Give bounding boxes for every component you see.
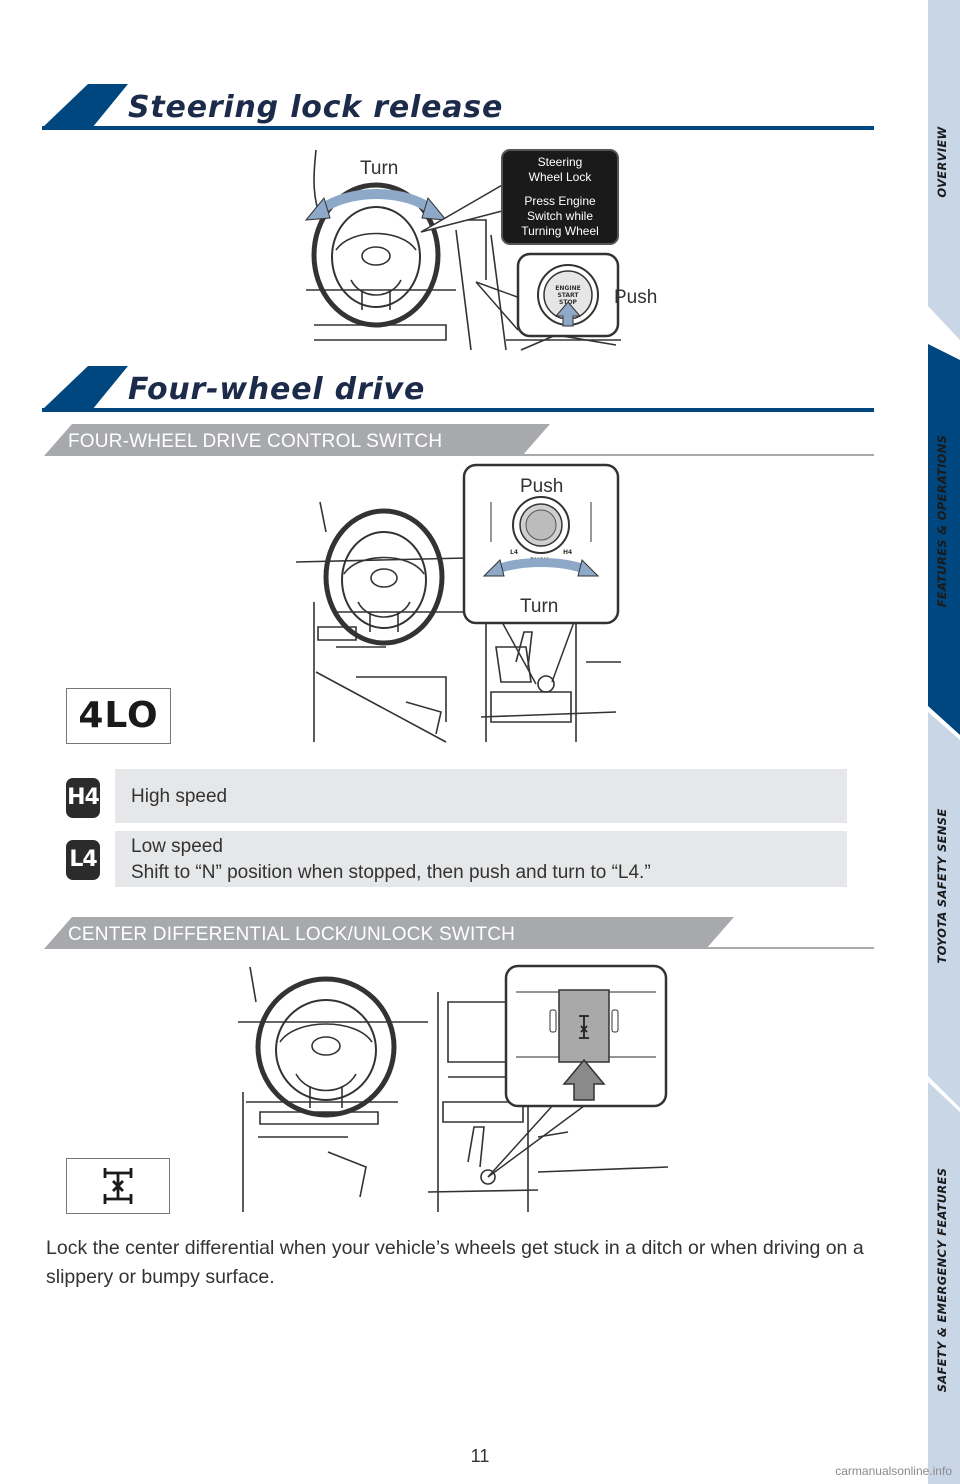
- sidebar-tabs-shape: [928, 0, 960, 1484]
- tab-overview[interactable]: OVERVIEW: [935, 126, 949, 198]
- section-title: Steering lock release: [128, 90, 504, 125]
- diff-lock-description: Lock the center differential when your v…: [46, 1237, 864, 1288]
- h4-badge: H4: [66, 778, 100, 818]
- mode-desc: Low speed: [131, 836, 223, 857]
- push-label: Push: [520, 476, 563, 497]
- mode-desc-detail: Shift to “N” position when stopped, then…: [131, 862, 651, 883]
- callout-line-3: Press Engine: [524, 194, 596, 208]
- mode-row-l4: Low speed Shift to “N” position when sto…: [115, 831, 847, 887]
- subheader-diff-lock: CENTER DIFFERENTIAL LOCK/UNLOCK SWITCH: [44, 917, 874, 951]
- engine-button-line-2: START: [557, 292, 579, 299]
- l4-badge: L4: [66, 840, 100, 880]
- dial-l4-label: L4: [510, 549, 518, 556]
- diff-lock-illustration: [238, 964, 669, 1212]
- turn-label: Turn: [360, 158, 398, 179]
- diff-lock-icon: [579, 1015, 589, 1039]
- push-arrow-icon: [554, 301, 582, 327]
- subheader-title: CENTER DIFFERENTIAL LOCK/UNLOCK SWITCH: [68, 924, 516, 945]
- diff-lock-indicator-icon: [103, 1168, 133, 1204]
- press-arrow-icon: [562, 1058, 606, 1101]
- callout-line-2: Wheel Lock: [529, 170, 593, 184]
- tab-toyota-safety-sense[interactable]: TOYOTA SAFETY SENSE: [935, 808, 949, 964]
- section-header-fwd: Four-wheel drive: [42, 364, 874, 414]
- fwd-control-switch-illustration: Push L4 H4 PUSH Turn: [296, 463, 621, 743]
- turn-label: Turn: [520, 596, 558, 617]
- subheader-title: FOUR-WHEEL DRIVE CONTROL SWITCH: [68, 431, 443, 452]
- section-title: Four-wheel drive: [128, 372, 426, 407]
- steering-lock-illustration: Turn Steering Wheel Lock Press Engine Sw…: [304, 149, 657, 351]
- callout-line-4: Switch while: [527, 209, 593, 223]
- page-number: 11: [470, 1446, 490, 1466]
- section-header-steering: Steering lock release: [42, 82, 874, 132]
- tab-features-operations[interactable]: FEATURES & OPERATIONS: [935, 434, 949, 608]
- diff-lock-indicator: [66, 1158, 170, 1214]
- callout-line-1: Steering: [538, 155, 583, 169]
- dial-h4-label: H4: [563, 549, 572, 556]
- mode-row-h4: High speed: [115, 769, 847, 823]
- tab-safety-emergency-features[interactable]: SAFETY & EMERGENCY FEATURES: [935, 1167, 949, 1393]
- callout-line-5: Turning Wheel: [521, 224, 599, 238]
- subheader-control-switch: FOUR-WHEEL DRIVE CONTROL SWITCH: [44, 424, 874, 458]
- 4lo-indicator: 4LO: [66, 688, 171, 744]
- mode-desc: High speed: [131, 786, 228, 807]
- engine-button-line-1: ENGINE: [555, 285, 580, 292]
- 4lo-indicator-text: 4LO: [78, 695, 159, 736]
- watermark: carmanualsonline.info: [835, 1464, 952, 1478]
- push-label: Push: [614, 287, 657, 308]
- active-tab-marker: [928, 344, 960, 735]
- chapter-sidebar: OVERVIEW FEATURES & OPERATIONS TOYOTA SA…: [928, 0, 960, 1484]
